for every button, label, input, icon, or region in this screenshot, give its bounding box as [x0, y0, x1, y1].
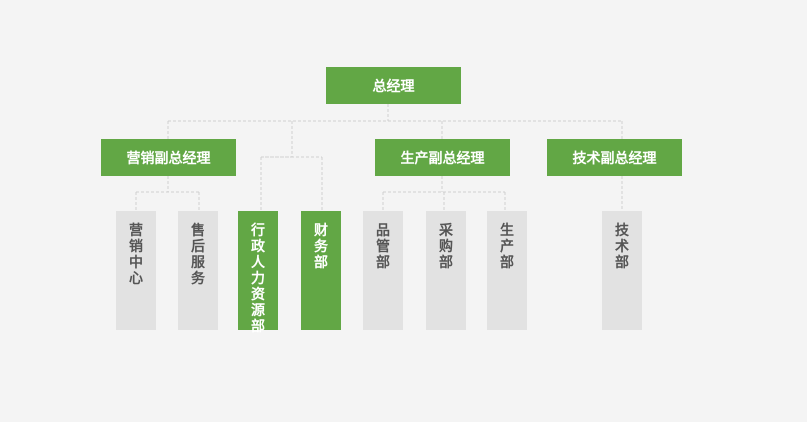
- dept-procurement: 采购部: [426, 211, 466, 330]
- vp-technology-box: 技术副总经理: [547, 139, 682, 176]
- dept-technology-label: 技术部: [615, 223, 629, 271]
- ceo-label: 总经理: [372, 78, 415, 95]
- dept-marketing-center-label: 营销中心: [129, 223, 143, 287]
- dept-quality-label: 品管部: [376, 223, 390, 271]
- ceo-box: 总经理: [326, 67, 461, 104]
- dept-technology: 技术部: [602, 211, 642, 330]
- dept-production-label: 生产部: [500, 223, 514, 271]
- dept-finance-label: 财务部: [314, 223, 328, 271]
- dept-finance: 财务部: [301, 211, 341, 330]
- vp-marketing-box: 营销副总经理: [101, 139, 236, 176]
- dept-quality: 品管部: [363, 211, 403, 330]
- dept-production: 生产部: [487, 211, 527, 330]
- dept-procurement-label: 采购部: [439, 223, 453, 271]
- dept-after-sales-label: 售后服务: [191, 223, 205, 287]
- vp-production-box: 生产副总经理: [375, 139, 510, 176]
- dept-admin-hr: 行政人力资源部: [238, 211, 278, 335]
- dept-after-sales: 售后服务: [178, 211, 218, 330]
- vp-marketing-label: 营销副总经理: [126, 150, 211, 167]
- dept-marketing-center: 营销中心: [116, 211, 156, 330]
- vp-production-label: 生产副总经理: [400, 150, 485, 167]
- connector-direct-dept: [260, 121, 323, 211]
- dept-admin-hr-label: 行政人力资源部: [251, 223, 265, 335]
- vp-technology-label: 技术副总经理: [572, 150, 657, 167]
- connector-marketing-branch: [135, 176, 200, 211]
- connector-production-branch: [382, 176, 506, 211]
